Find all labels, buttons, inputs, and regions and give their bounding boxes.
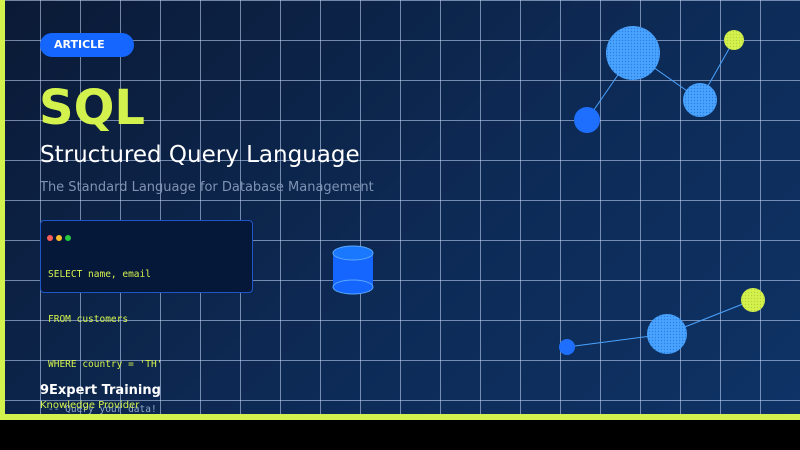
code-line: SELECT name, email xyxy=(48,269,151,280)
page-title: SQL xyxy=(39,80,145,136)
maximize-dot-icon xyxy=(65,235,71,241)
code-block: SELECT name, email FROM customers WHERE … xyxy=(48,237,162,420)
window-controls xyxy=(47,226,74,241)
network-node-icon xyxy=(741,288,765,312)
network-cluster-top xyxy=(574,26,744,133)
page-subtitle: Structured Query Language xyxy=(40,142,360,168)
network-node-icon xyxy=(683,83,717,117)
accent-bar-left xyxy=(0,0,5,420)
network-node-icon xyxy=(606,26,660,80)
page-tagline: The Standard Language for Database Manag… xyxy=(40,180,374,195)
network-graphic xyxy=(332,26,765,355)
minimize-dot-icon xyxy=(56,235,62,241)
database-icon xyxy=(332,245,374,295)
code-line: FROM customers xyxy=(48,314,129,325)
brand-tagline: Knowledge Provider xyxy=(40,400,140,411)
article-badge: ARTICLE xyxy=(40,33,134,57)
network-node-icon xyxy=(647,314,687,354)
accent-bar-bottom xyxy=(0,414,800,420)
close-dot-icon xyxy=(47,235,53,241)
network-node-icon xyxy=(724,30,744,50)
brand-name: 9Expert Training xyxy=(40,383,161,398)
network-node-icon xyxy=(574,107,600,133)
hero-banner: ARTICLE SQL Structured Query Language Th… xyxy=(0,0,800,420)
network-cluster-bottom xyxy=(559,288,765,355)
code-comment: -- Query your data! xyxy=(48,404,157,415)
code-line: WHERE country = 'TH' xyxy=(48,359,163,370)
code-window: SELECT name, email FROM customers WHERE … xyxy=(40,220,253,415)
network-node-icon xyxy=(559,339,575,355)
